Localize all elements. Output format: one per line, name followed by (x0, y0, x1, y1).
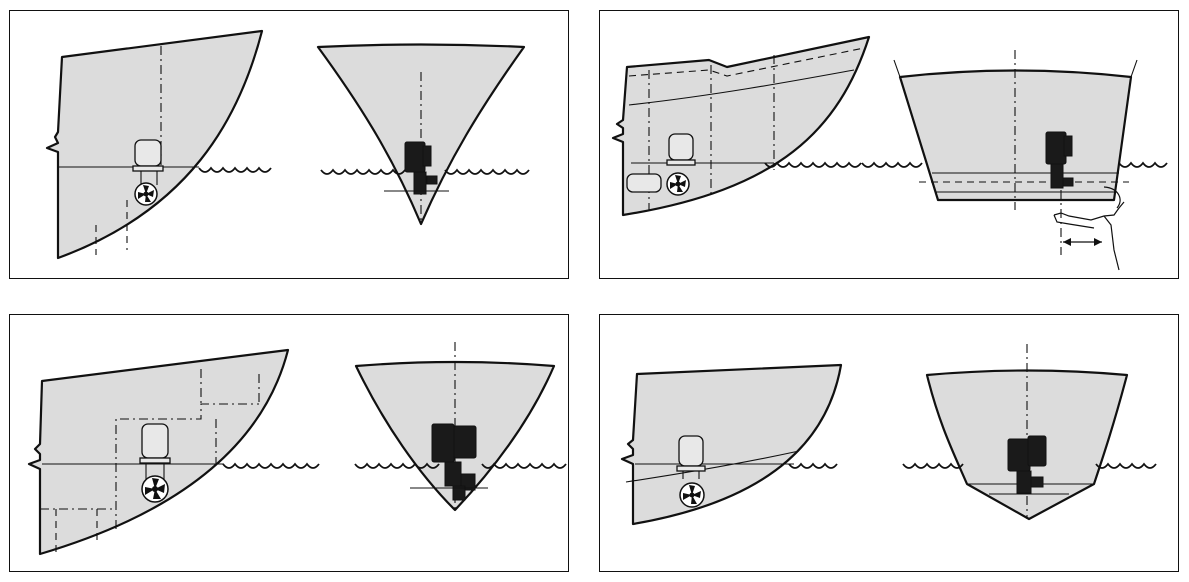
panel-frame (599, 314, 1179, 572)
waterline-waves (764, 161, 862, 168)
motor-icon (626, 173, 662, 193)
double-arrow-icon (1063, 238, 1102, 246)
panel-bottom-right-drawing (599, 314, 1179, 572)
waterline-waves (902, 462, 964, 469)
panel-frame (9, 10, 569, 279)
waterline-waves (481, 462, 567, 469)
panel-top-right (599, 10, 1179, 279)
waterline-waves (1118, 161, 1168, 168)
hull-side-profile (620, 363, 843, 526)
panel-top-right-drawing (599, 10, 1179, 279)
motor-icon (139, 423, 171, 464)
propeller-icon (679, 482, 705, 508)
motor-icon (666, 133, 696, 166)
hull-front-section (898, 69, 1133, 202)
waterline-waves (444, 168, 530, 175)
motor-icon (404, 141, 438, 195)
panel-frame (9, 314, 569, 572)
waterline-waves (320, 168, 406, 175)
motor-icon (1045, 131, 1074, 189)
motor-icon (1007, 435, 1047, 494)
deck-line (628, 69, 855, 106)
motor-icon (431, 423, 477, 501)
panel-bottom-left (9, 314, 569, 572)
propeller-icon (141, 475, 169, 503)
waterline-waves (788, 462, 838, 469)
waterline-waves (198, 166, 272, 173)
propeller-icon (134, 182, 158, 206)
motor-icon (132, 139, 164, 172)
waterline-waves (861, 161, 923, 168)
hull-edge (893, 59, 1138, 78)
panel-frame (599, 10, 1179, 279)
tunnel-outline (115, 403, 259, 529)
waterline-waves (354, 462, 440, 469)
waterline-waves (1095, 462, 1157, 469)
panel-top-left-drawing (9, 10, 569, 279)
panel-top-left (9, 10, 569, 279)
tunnel-line (625, 450, 800, 483)
panel-bottom-right (599, 314, 1179, 572)
propeller-icon (666, 172, 690, 196)
motor-icon (676, 435, 706, 472)
sheer-line (628, 47, 865, 77)
hull-side-profile (611, 35, 871, 217)
waterline-waves (222, 462, 320, 469)
panel-bottom-left-drawing (9, 314, 569, 572)
hand-icon (1053, 186, 1125, 271)
